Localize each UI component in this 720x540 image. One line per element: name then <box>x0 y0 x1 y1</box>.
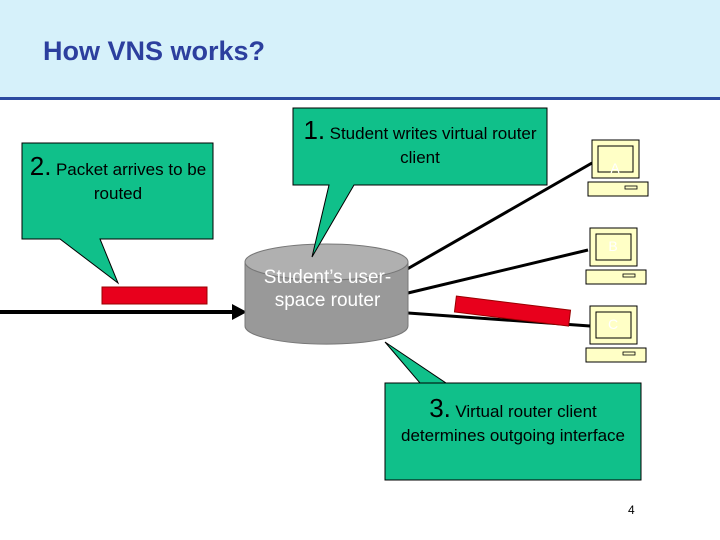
page-number: 4 <box>628 503 635 517</box>
incoming-arrowhead <box>232 304 247 320</box>
host-a-label: A <box>610 160 620 176</box>
callout-1-shape <box>292 107 548 258</box>
callout-1-number: 1. <box>303 115 326 145</box>
router-label: Student’s user-space router <box>263 267 392 311</box>
host-c-label: C <box>607 316 619 332</box>
host-a-computer <box>587 139 649 197</box>
callout-2-text: 2. Packet arrives to be routed <box>28 150 208 205</box>
host-b-computer <box>585 227 647 285</box>
callout-2-number: 2. <box>29 151 52 181</box>
callout-3-shape <box>384 341 642 481</box>
callout-3-text: 3. Virtual router client determines outg… <box>392 392 634 447</box>
callout-2-label: Packet arrives to be routed <box>55 160 207 203</box>
slide-header: How VNS works? <box>0 0 720 100</box>
slide-title: How VNS works? <box>43 36 266 66</box>
callout-2-shape <box>21 142 214 285</box>
callout-1-label: Student writes virtual router client <box>329 124 537 167</box>
callout-3-number: 3. <box>429 393 451 423</box>
link-to-host-b <box>407 248 589 295</box>
host-c-computer <box>585 305 647 363</box>
outgoing-packet <box>453 295 572 327</box>
callout-3-label: Virtual router client determines outgoin… <box>401 402 625 445</box>
callout-1-text: 1. Student writes virtual router client <box>300 114 540 169</box>
router-cylinder <box>244 243 409 345</box>
link-to-host-a <box>401 161 593 274</box>
incoming-packet <box>101 286 208 305</box>
host-b-label: B <box>608 238 618 254</box>
